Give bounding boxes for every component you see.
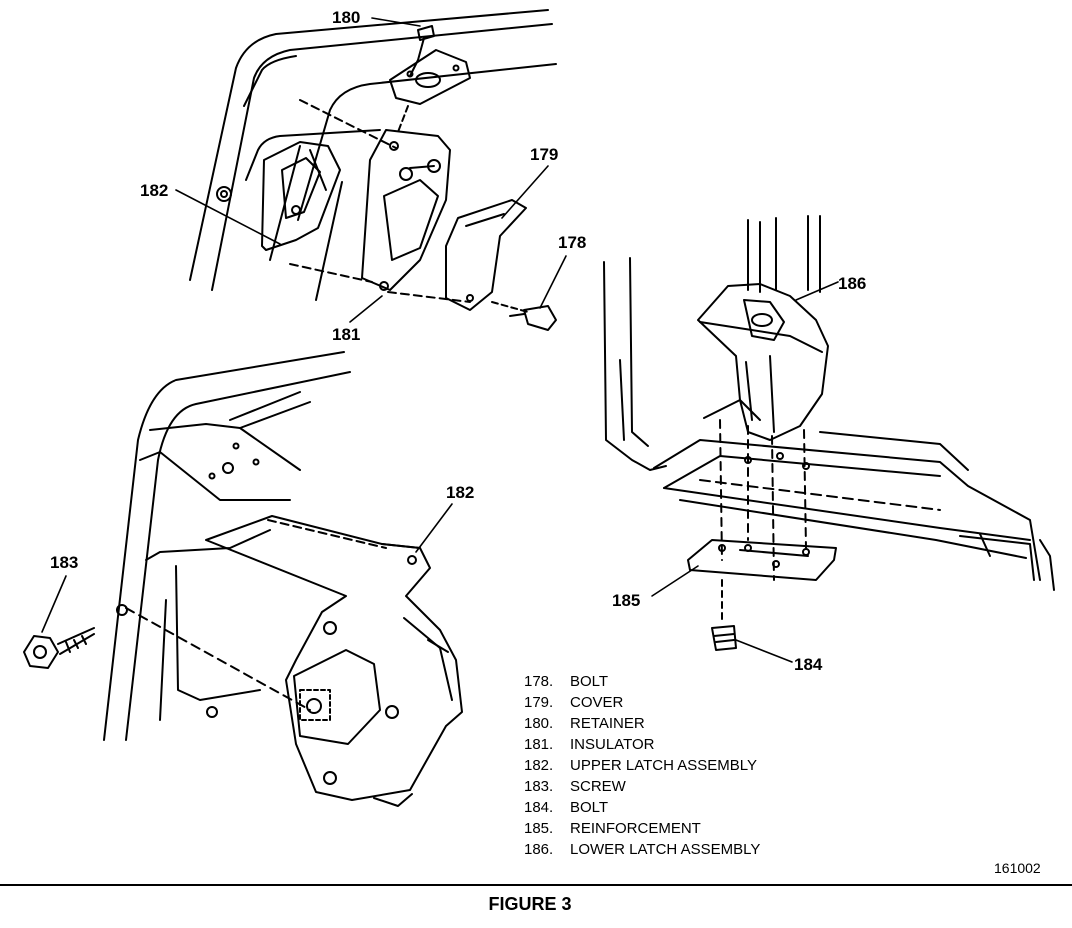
figure-title: FIGURE 3 bbox=[488, 894, 572, 914]
callout-182-lower: 182 bbox=[446, 483, 474, 502]
parts-legend: 178. BOLT 179. COVER 180. RETAINER 181. INSU… bbox=[524, 671, 760, 860]
legend-label: RETAINER bbox=[570, 715, 645, 732]
callout-180: 180 bbox=[332, 8, 360, 27]
legend-number: 186. bbox=[524, 841, 554, 858]
lower-latch-view bbox=[603, 215, 1055, 651]
legend-row: 181. INSULATOR bbox=[524, 734, 760, 755]
legend-label: SCREW bbox=[570, 778, 626, 795]
legend-number: 181. bbox=[524, 736, 554, 753]
divider-rule bbox=[0, 884, 1072, 886]
legend-row: 182. UPPER LATCH ASSEMBLY bbox=[524, 755, 760, 776]
legend-row: 183. SCREW bbox=[524, 776, 760, 797]
legend-row: 178. BOLT bbox=[524, 671, 760, 692]
callout-181: 181 bbox=[332, 325, 360, 344]
legend-label: UPPER LATCH ASSEMBLY bbox=[570, 757, 758, 774]
legend-number: 185. bbox=[524, 820, 554, 837]
callout-178: 178 bbox=[558, 233, 586, 252]
legend-label: INSULATOR bbox=[570, 736, 655, 753]
callout-182-upper: 182 bbox=[140, 181, 168, 200]
callout-183: 183 bbox=[50, 553, 78, 572]
callout-184: 184 bbox=[794, 655, 823, 674]
legend-number: 178. bbox=[524, 673, 554, 690]
legend-label: COVER bbox=[570, 694, 624, 711]
legend-label: BOLT bbox=[570, 799, 609, 816]
legend-row: 180. RETAINER bbox=[524, 713, 760, 734]
legend-number: 183. bbox=[524, 778, 554, 795]
legend-number: 182. bbox=[524, 757, 554, 774]
legend-label: LOWER LATCH ASSEMBLY bbox=[570, 841, 761, 858]
callout-179: 179 bbox=[530, 145, 558, 164]
legend-number: 180. bbox=[524, 715, 554, 732]
legend-row: 185. REINFORCEMENT bbox=[524, 818, 760, 839]
legend-row: 179. COVER bbox=[524, 692, 760, 713]
legend-row: 186. LOWER LATCH ASSEMBLY bbox=[524, 839, 760, 860]
mid-latch-view bbox=[23, 351, 463, 807]
callout-labels: 180 179 182 178 181 186 182 183 185 184 bbox=[50, 8, 866, 674]
drawing-id: 161002 bbox=[994, 860, 1041, 876]
legend-label: BOLT bbox=[570, 673, 609, 690]
upper-latch-view bbox=[189, 9, 557, 331]
legend-row: 184. BOLT bbox=[524, 797, 760, 818]
legend-number: 179. bbox=[524, 694, 554, 711]
legend-number: 184. bbox=[524, 799, 554, 816]
callout-185: 185 bbox=[612, 591, 640, 610]
legend-label: REINFORCEMENT bbox=[570, 820, 701, 837]
callout-186: 186 bbox=[838, 274, 866, 293]
leader-lines bbox=[41, 17, 839, 663]
